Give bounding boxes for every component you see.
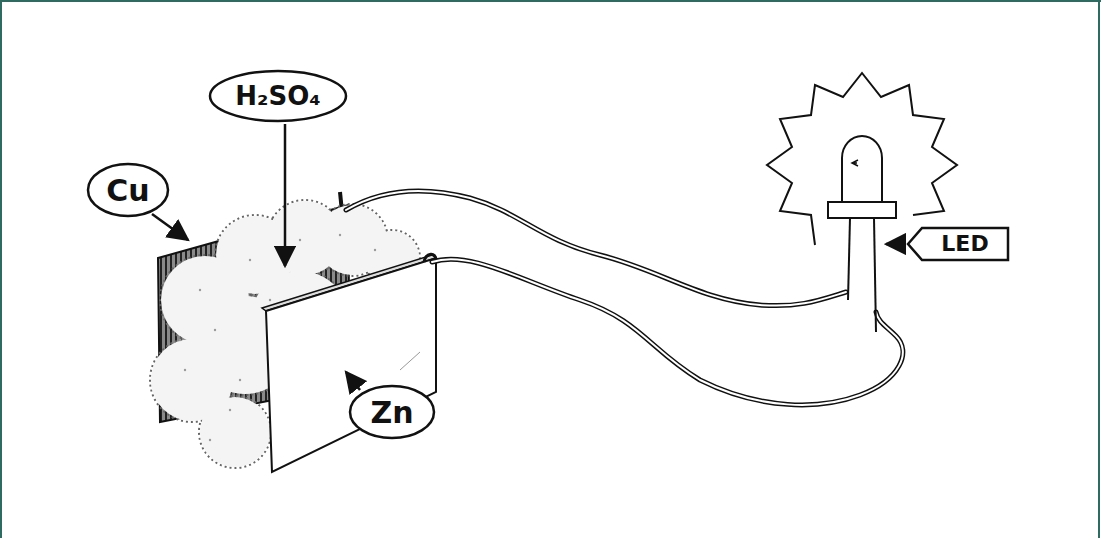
label-text: Zn — [370, 396, 413, 429]
callout-bubble: Cu — [86, 162, 170, 218]
callout-bubble: H₂SO₄ — [208, 69, 348, 123]
zinc-shine — [400, 352, 420, 370]
label-text: LED — [941, 232, 988, 256]
outline-shape — [88, 164, 168, 216]
zinc-plate — [266, 258, 436, 472]
label-text: Cu — [106, 174, 149, 207]
light-burst — [767, 73, 957, 245]
label-text: H₂SO₄ — [235, 82, 320, 111]
wires — [346, 191, 903, 405]
led-component — [828, 136, 896, 332]
outline-shape — [908, 228, 1008, 260]
callout-pointers — [152, 124, 900, 390]
outline-shape — [350, 386, 434, 438]
arrow-label: LED — [906, 226, 1010, 262]
outline-shape — [210, 71, 346, 121]
callout-bubble: Zn — [348, 384, 436, 440]
